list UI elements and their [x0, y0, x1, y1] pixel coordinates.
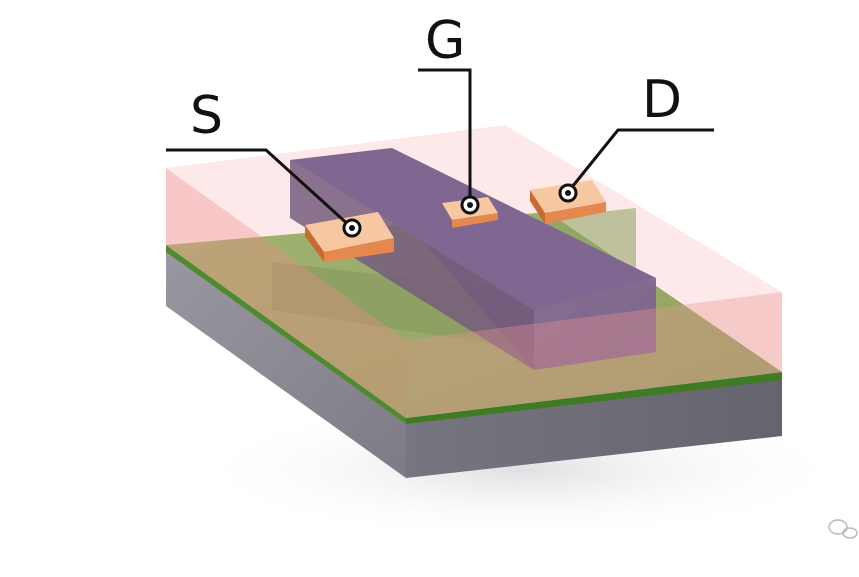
oxide-layer — [166, 125, 782, 418]
gate-leader-line — [418, 68, 472, 205]
source-leader-line — [166, 148, 354, 230]
substrate-left-face — [166, 248, 406, 478]
gate-side-face — [290, 160, 534, 370]
gate-top-face — [290, 148, 656, 310]
substrate — [166, 248, 782, 478]
oxide-left-face — [166, 168, 406, 418]
drain-leader-line — [566, 128, 714, 193]
gate-label: G — [425, 11, 465, 71]
substrate-front-face — [406, 375, 782, 478]
body-left-edge — [166, 245, 406, 424]
drain-label: D — [642, 70, 682, 130]
leader-lines — [166, 68, 714, 230]
oxide-front-face — [406, 292, 782, 418]
oxide-top-face — [166, 125, 782, 340]
watermark-icon — [828, 519, 858, 539]
connection-markers — [342, 183, 578, 238]
source-label: S — [190, 86, 223, 146]
body-front-edge — [406, 372, 782, 424]
